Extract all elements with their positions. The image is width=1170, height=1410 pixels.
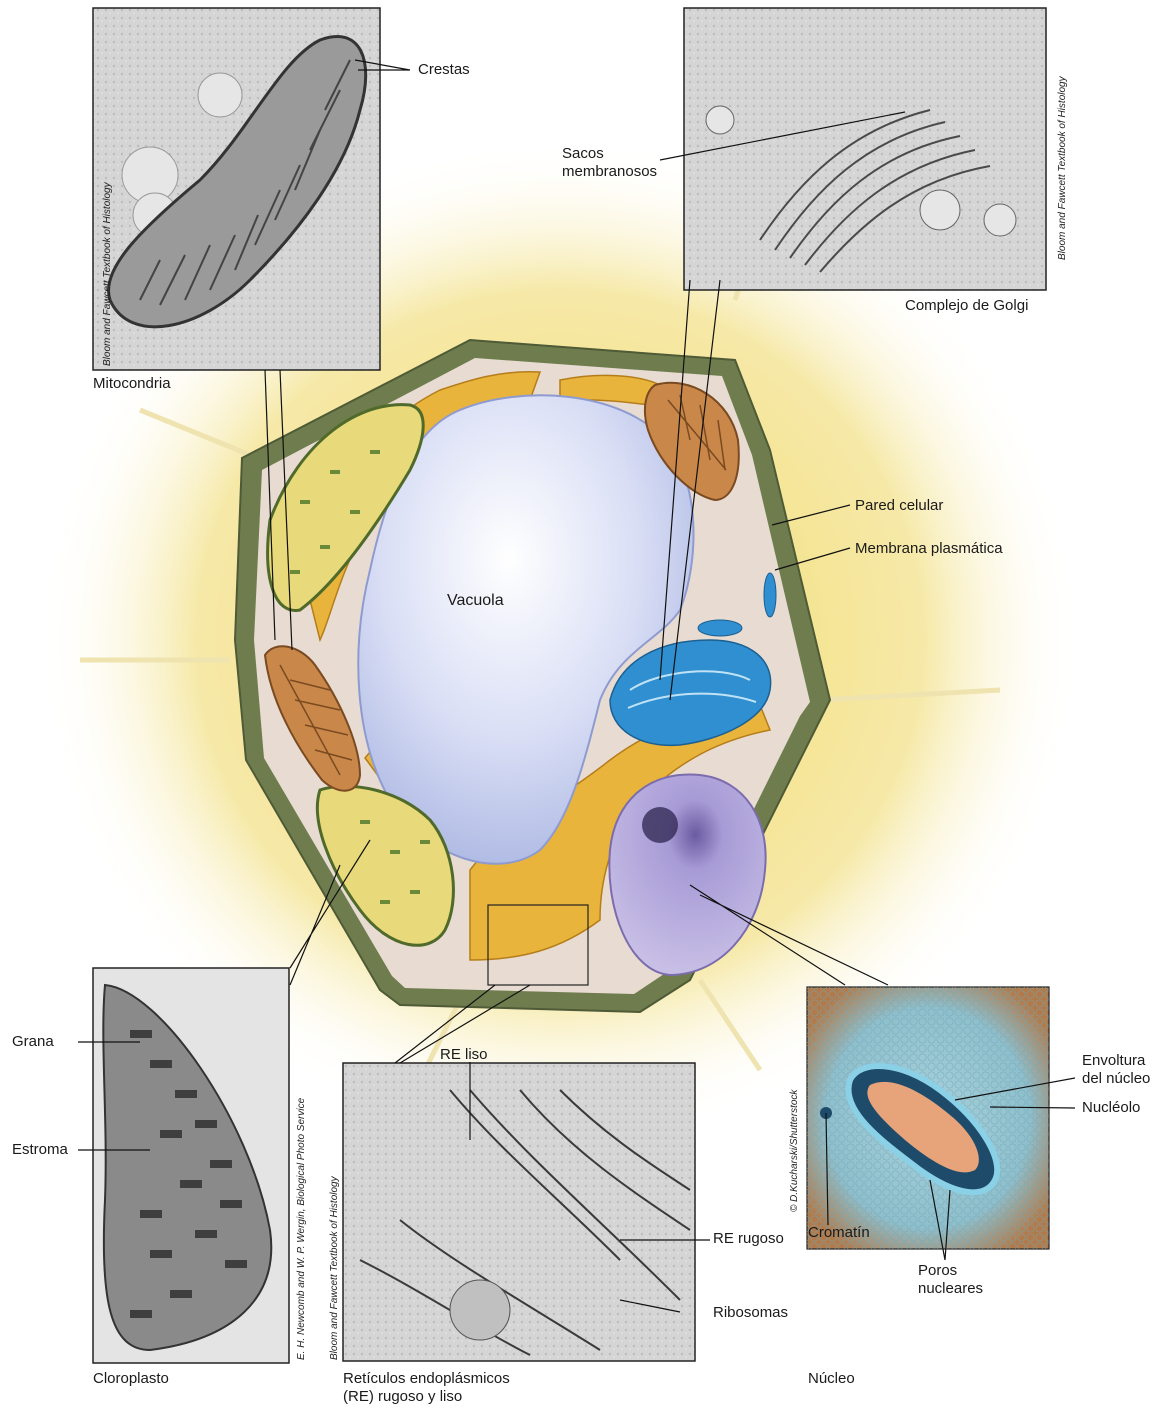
label-cloroplasto: Cloroplasto	[93, 1370, 169, 1388]
credit-golgi: Bloom and Fawcett Textbook of Histology	[1057, 76, 1068, 260]
label-re-rugoso: RE rugoso	[713, 1230, 784, 1248]
label-pared-celular: Pared celular	[855, 497, 943, 515]
label-crestas: Crestas	[418, 61, 470, 79]
label-ribosomas: Ribosomas	[713, 1304, 788, 1322]
label-re-liso: RE liso	[440, 1046, 488, 1064]
label-reticulos-endoplasmicos: Retículos endoplásmicos (RE) rugoso y li…	[343, 1370, 583, 1406]
credit-chloroplast: E. H. Newcomb and W. P. Wergin, Biologic…	[296, 1098, 307, 1360]
label-vacuola: Vacuola	[447, 592, 504, 610]
inset-nucleus-photo	[807, 987, 1049, 1249]
credit-er: Bloom and Fawcett Textbook of Histology	[329, 1176, 340, 1360]
inset-er-photo	[343, 1063, 695, 1361]
label-envoltura-nucleo: Envoltura del núcleo	[1082, 1052, 1167, 1088]
inset-chloroplast-photo	[93, 968, 289, 1363]
label-cromatin: Cromatín	[808, 1224, 870, 1242]
label-estroma: Estroma	[12, 1141, 68, 1159]
credit-nucleus: © D.Kucharski/Shutterstock	[789, 1090, 800, 1212]
label-membrana-plasmatica: Membrana plasmática	[855, 540, 1003, 558]
inset-golgi-photo	[684, 8, 1046, 290]
label-grana: Grana	[12, 1033, 54, 1051]
label-nucleo: Núcleo	[808, 1370, 855, 1388]
credit-mitochondria: Bloom and Fawcett Textbook of Histology	[102, 182, 113, 366]
label-sacos-membranosos: Sacos membranosos	[562, 145, 682, 181]
inset-mitochondria-photo	[93, 8, 380, 370]
label-mitocondria: Mitocondria	[93, 375, 171, 393]
label-poros-nucleares: Poros nucleares	[918, 1262, 1008, 1298]
label-nucleolo: Nucléolo	[1082, 1099, 1140, 1117]
label-complejo-golgi: Complejo de Golgi	[905, 297, 1028, 315]
